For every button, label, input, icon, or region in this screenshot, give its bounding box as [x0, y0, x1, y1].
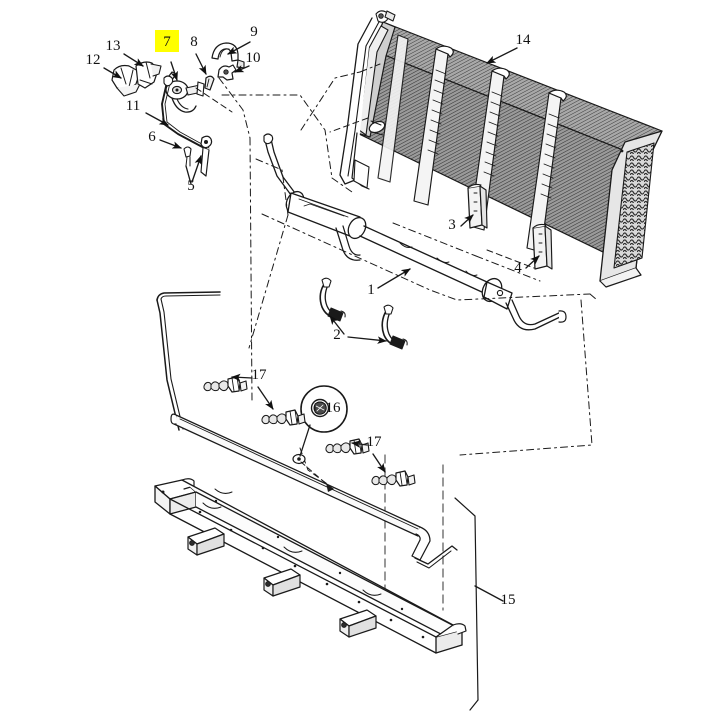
lever-bracket-right [135, 61, 162, 89]
callout-label-radiator-mount-bracket-upper: 3 [448, 217, 456, 233]
callout-label-spring-clip: 8 [190, 34, 198, 50]
callout-label-control-rod: 11 [126, 98, 140, 114]
exhaust-hanger-strap [319, 277, 408, 350]
long-slide-bar [170, 413, 458, 569]
callout-label-clamp-bolt-set-lower: 17 [367, 434, 383, 450]
frame-rail-bumper [154, 478, 467, 654]
clamp-bolt-set-upper [203, 376, 306, 426]
callout-label-control-lever-pivot: 7 [163, 34, 171, 50]
callout-label-clamp-bolt-set-upper: 17 [252, 367, 268, 383]
control-linkage-group [111, 42, 245, 177]
bent-support-rod [156, 291, 221, 431]
shutter-handle [211, 42, 245, 69]
callout-label-exhaust-hanger-strap: 2 [333, 327, 341, 343]
spring-clip [204, 75, 215, 91]
callout-label-shutter-handle: 9 [250, 24, 258, 40]
callout-label-chassis-outline: 15 [501, 592, 516, 608]
callout-leaders [103, 41, 540, 602]
knob-fastener [217, 64, 237, 81]
callout-label-fastener-detail-bubble: 16 [326, 400, 342, 416]
callout-label-linkage-pin: 5 [187, 178, 195, 194]
callout-label-lever-bracket-right: 13 [106, 38, 121, 54]
linkage-pin [200, 135, 213, 177]
assembly-center-lines [195, 63, 598, 487]
chassis-outline [454, 497, 479, 711]
fastener-detail-bubble [299, 385, 348, 492]
radiator-mount-bracket-upper [467, 183, 488, 229]
radiator-core-assembly [339, 10, 663, 288]
highlight-box-callout-7 [155, 30, 179, 52]
bar-pivot-fastener [292, 453, 306, 465]
muffler-exhaust-pipe [263, 133, 567, 331]
lever-bracket-left [111, 64, 141, 97]
cotter-pin [183, 146, 192, 167]
callout-label-muffler-exhaust-pipe: 1 [367, 282, 375, 298]
callout-label-radiator-core-assembly: 14 [516, 32, 532, 48]
vertical-reference-lines [384, 454, 444, 611]
radiator-mount-bracket-lower [532, 223, 553, 270]
control-lever-pivot [165, 71, 205, 113]
callout-label-radiator-mount-bracket-lower: 4 [514, 260, 522, 276]
callout-label-lever-bracket-left: 12 [86, 52, 101, 68]
callout-label-cotter-pin: 6 [148, 129, 156, 145]
callout-label-knob-fastener: 10 [246, 50, 261, 66]
clamp-bolt-set-lower [325, 438, 416, 487]
